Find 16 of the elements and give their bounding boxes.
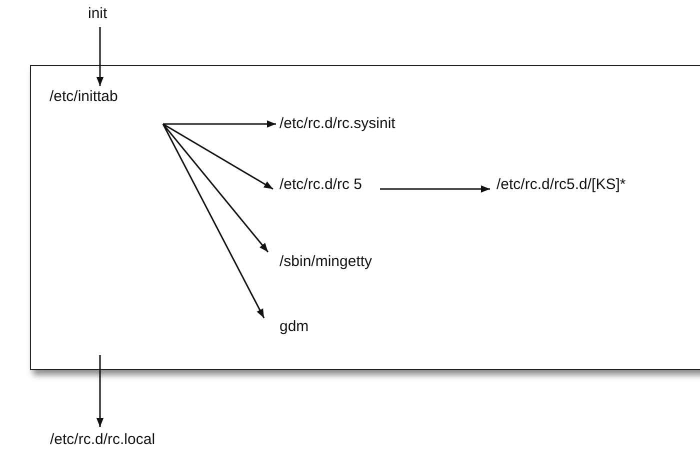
path-label: /etc/rc.d/rc.sysinit xyxy=(280,114,396,132)
arrow xyxy=(380,185,490,193)
path-label: /etc/rc.d/rc 5 xyxy=(280,176,362,194)
path-label: /sbin/mingetty xyxy=(280,252,372,270)
path-label: /etc/inittab xyxy=(50,88,118,106)
arrow xyxy=(96,27,104,86)
path-label: /etc/rc.d/rc.local xyxy=(50,431,156,449)
path-label: /etc/rc.d/rc5.d/[KS]* xyxy=(496,176,626,194)
path-label: gdm xyxy=(280,318,309,336)
arrow xyxy=(162,124,265,318)
arrow xyxy=(163,120,276,128)
arrow xyxy=(96,355,104,427)
frame-box xyxy=(30,65,700,370)
arrow xyxy=(162,123,274,190)
path-label: init xyxy=(88,5,108,23)
arrow xyxy=(162,124,269,252)
